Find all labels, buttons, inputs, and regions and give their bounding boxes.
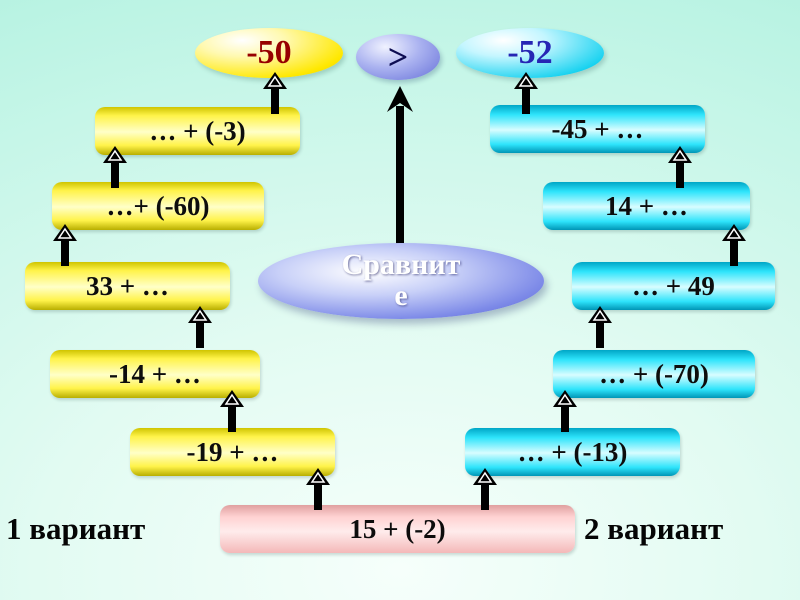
start-expression-box: 15 + (-2): [220, 505, 575, 553]
result-left-ellipse: -50: [195, 28, 343, 78]
left-chain-box-3: 33 + …: [25, 262, 230, 310]
task-label-line2: е: [394, 279, 408, 312]
right-chain-box-3: … + 49: [572, 262, 775, 310]
comparison-sign-ellipse: >: [356, 34, 440, 80]
up-arrow-icon: [553, 390, 577, 432]
result-right-value: -52: [507, 34, 553, 71]
up-arrow-icon: [514, 72, 538, 114]
long-up-arrow-icon: [387, 86, 413, 248]
comparison-sign: >: [387, 37, 409, 77]
left-chain-box-4: -14 + …: [50, 350, 260, 398]
right-chain-box-4: … + (-70): [553, 350, 755, 398]
variant-label-right: 2 вариант: [584, 511, 724, 546]
task-label-line1: Сравнит: [341, 248, 461, 282]
task-ellipse: Сравнит е: [258, 243, 544, 319]
up-arrow-icon: [53, 224, 77, 266]
variant-label-left: 1 вариант: [6, 511, 146, 546]
up-arrow-icon: [188, 306, 212, 348]
left-chain-box-5: -19 + …: [130, 428, 335, 476]
up-arrow-icon: [722, 224, 746, 266]
up-arrow-icon: [473, 468, 497, 510]
up-arrow-icon: [103, 146, 127, 188]
result-left-value: -50: [246, 34, 292, 71]
up-arrow-icon: [588, 306, 612, 348]
up-arrow-icon: [220, 390, 244, 432]
right-chain-box-5: … + (-13): [465, 428, 680, 476]
task-label: Сравнит е: [342, 250, 461, 311]
right-chain-box-2: 14 + …: [543, 182, 750, 230]
result-right-ellipse: -52: [456, 28, 604, 78]
up-arrow-icon: [263, 72, 287, 114]
left-chain-box-1: … + (-3): [95, 107, 300, 155]
up-arrow-icon: [306, 468, 330, 510]
left-chain-box-2: …+ (-60): [52, 182, 264, 230]
up-arrow-icon: [668, 146, 692, 188]
